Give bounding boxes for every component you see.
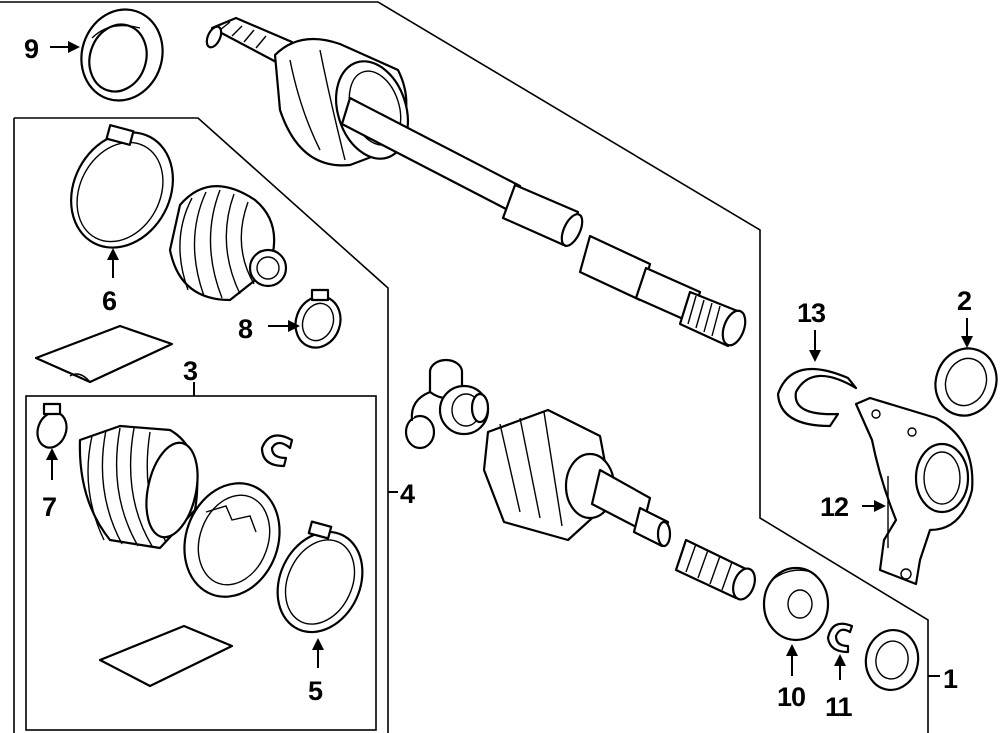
callout-3: 3	[183, 356, 198, 386]
bracket-part-12	[854, 396, 974, 586]
callout-2: 2	[957, 286, 971, 316]
callout-7: 7	[42, 492, 56, 522]
callout-4: 4	[400, 479, 415, 509]
callout-6: 6	[102, 286, 117, 316]
callout-13: 13	[797, 298, 826, 328]
seal-part-2	[934, 347, 998, 417]
bearing-seal-lower	[864, 629, 920, 691]
dust-seal-part-10	[762, 566, 830, 642]
clamp-part-7	[36, 402, 68, 449]
snap-ring-kit	[260, 434, 294, 468]
callout-13-arrow	[809, 350, 821, 362]
tripod-joint	[404, 358, 490, 450]
seal-part-9	[80, 8, 164, 102]
callout-1: 1	[943, 664, 958, 694]
callout-7-arrow	[46, 448, 58, 460]
callout-11-arrow	[834, 654, 846, 666]
outer-axle-shaft	[205, 16, 747, 348]
housing-ring-kit	[183, 482, 281, 598]
callout-8: 8	[238, 314, 253, 344]
callout-2-arrow	[961, 336, 973, 348]
callout-6-arrow	[107, 248, 119, 260]
callout-11: 11	[825, 692, 853, 722]
callout-9: 9	[24, 34, 39, 64]
grease-packet-lower	[98, 624, 234, 688]
callout-10: 10	[777, 682, 805, 712]
clamp-part-6	[70, 124, 174, 249]
outer-boot	[168, 185, 288, 302]
boot-kit-3-box	[25, 395, 377, 731]
clamp-part-5	[276, 520, 364, 634]
clamp-part-8	[294, 288, 342, 349]
callout-8-arrow	[288, 320, 300, 332]
callout-10-arrow	[786, 644, 798, 656]
callout-12: 12	[820, 492, 848, 522]
inner-boot	[78, 424, 199, 550]
callout-9-arrow	[68, 41, 80, 53]
assembly-4-frame	[13, 117, 389, 733]
grease-packet-upper	[34, 324, 174, 384]
callout-12-arrow	[874, 500, 886, 512]
snap-ring-part-11	[826, 622, 854, 654]
inner-cv-joint	[482, 408, 756, 601]
callout-5: 5	[308, 676, 323, 706]
snap-ring-part-13	[776, 367, 858, 428]
assembly-1-frame	[0, 1, 929, 733]
callout-5-arrow	[312, 638, 324, 650]
